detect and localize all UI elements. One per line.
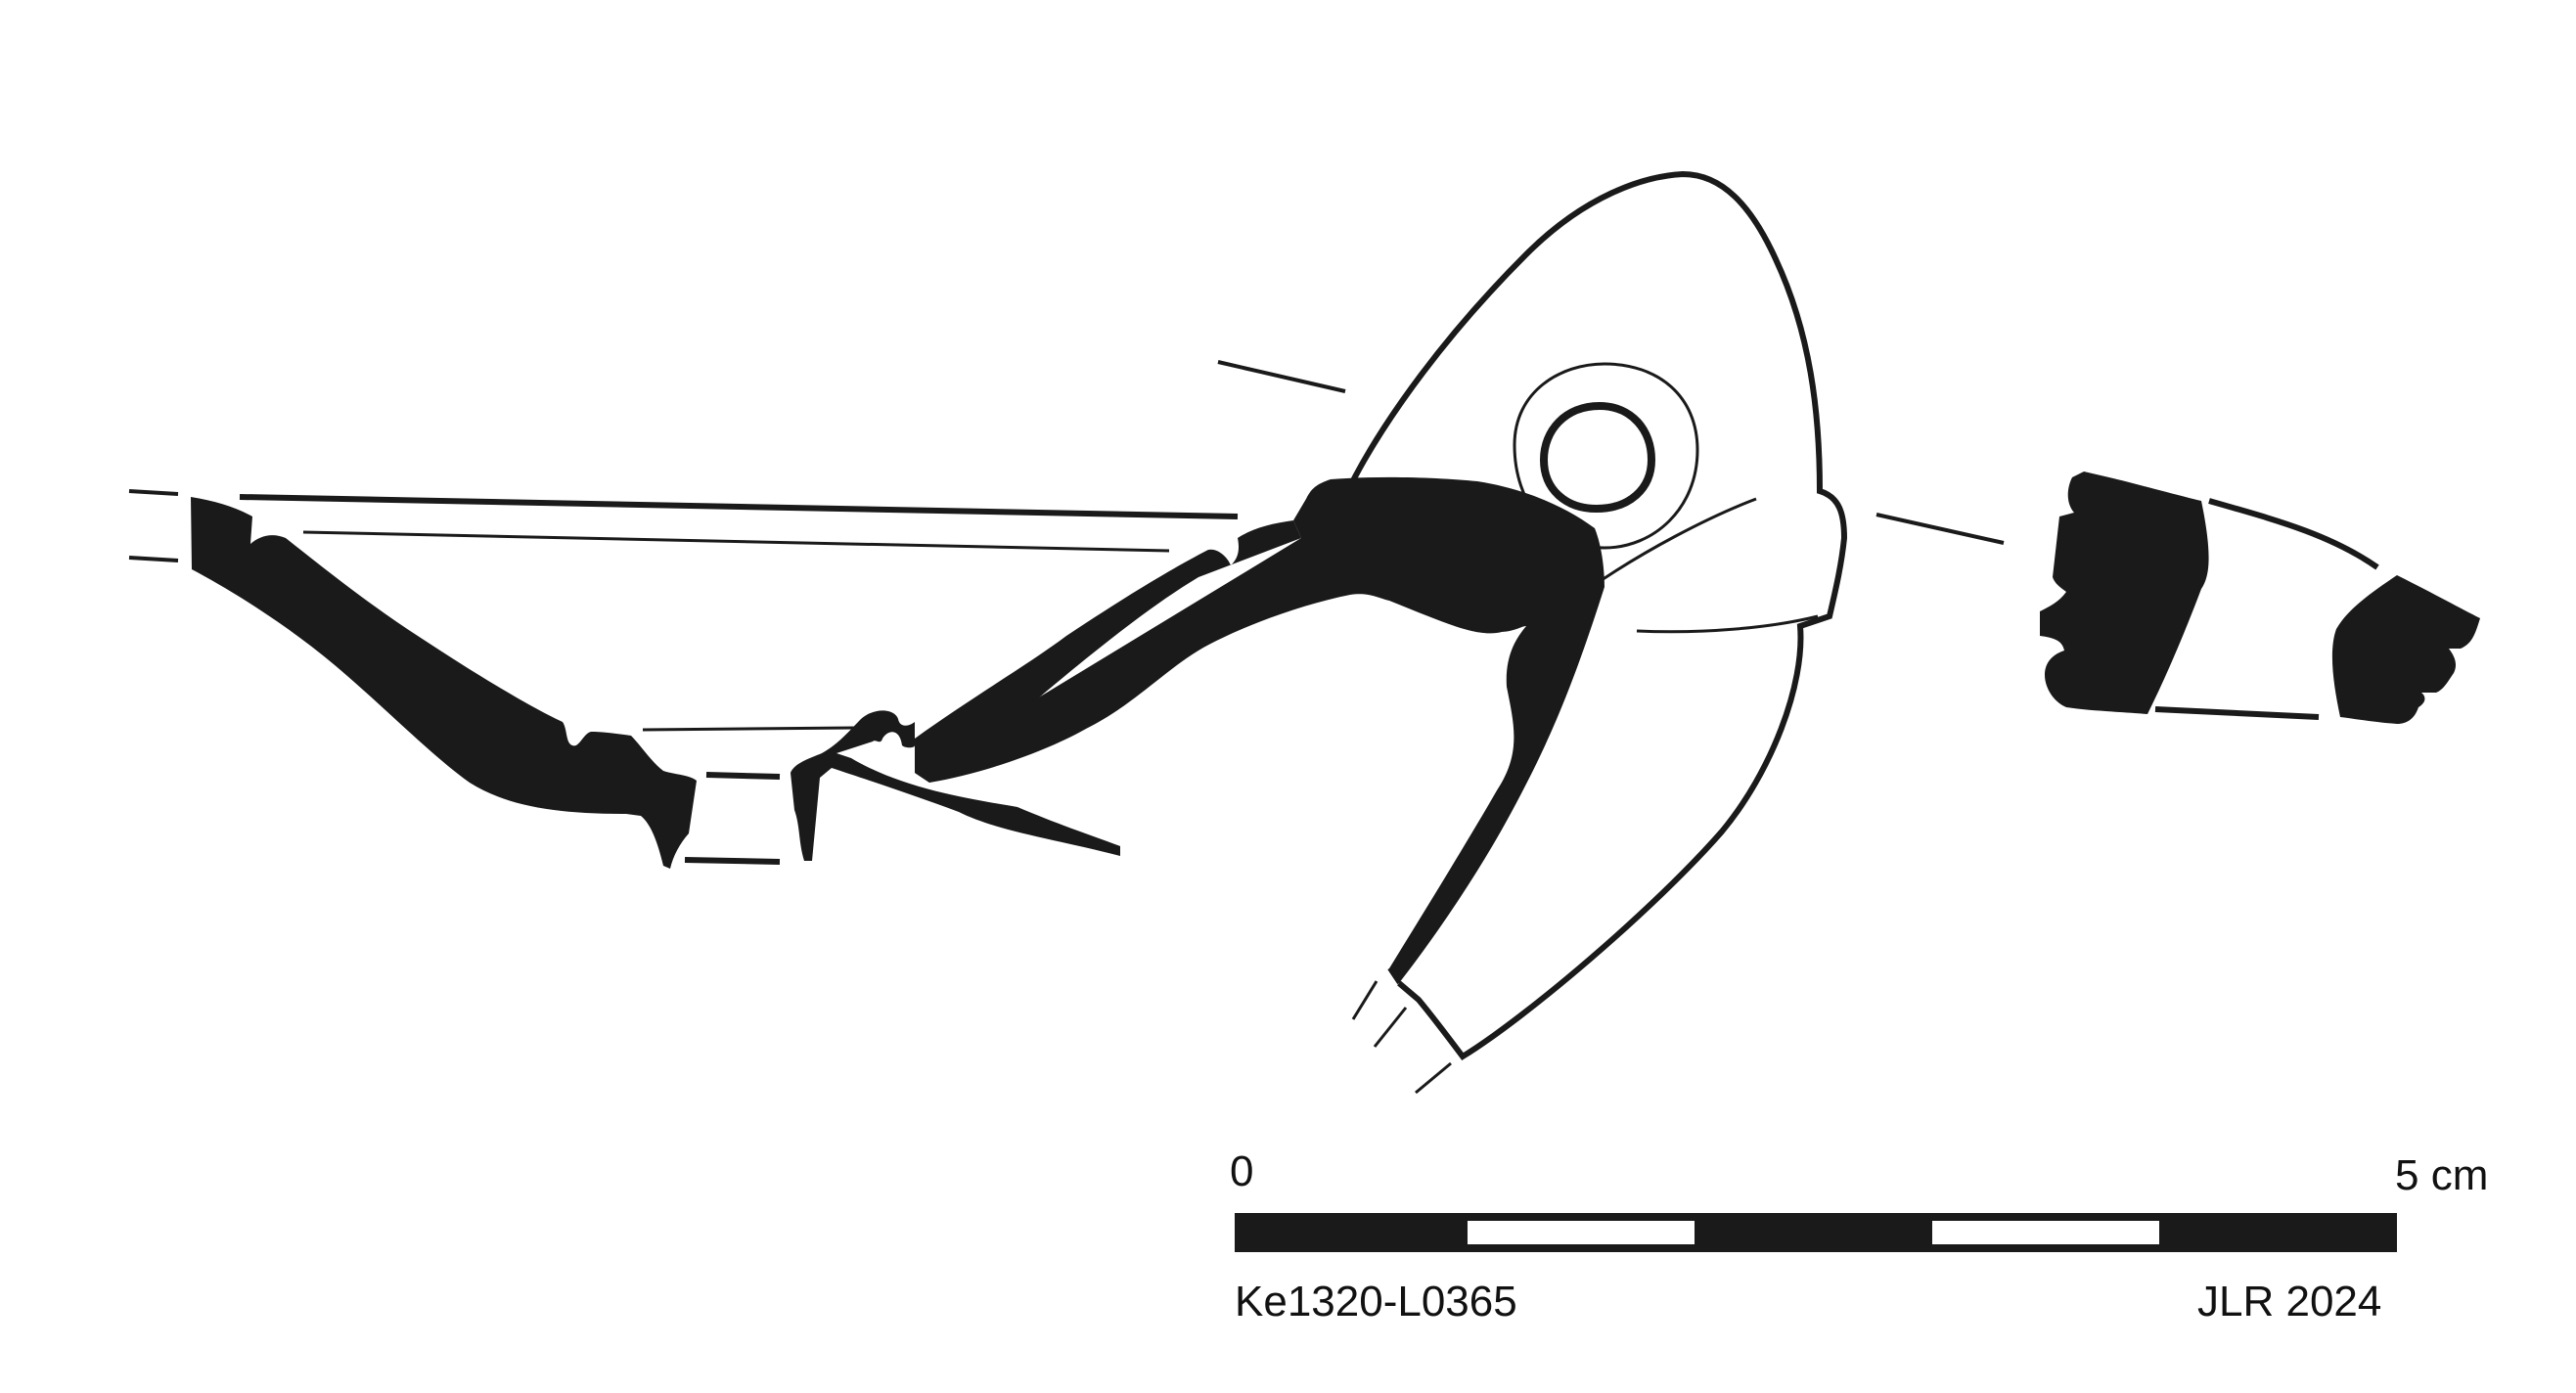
- base-line: [642, 726, 855, 732]
- scale-end-label: 5 cm: [2395, 1151, 2489, 1199]
- center-body-section: [915, 476, 1604, 983]
- base-dash-bottom: [684, 857, 781, 865]
- fragment-top-line: [2208, 498, 2379, 570]
- spout-tip-line: [1387, 966, 1401, 985]
- right-fragment-right: [2331, 575, 2480, 724]
- scale-start-label: 0: [1230, 1147, 1254, 1195]
- scale-bar-segment-2: [1468, 1221, 1695, 1244]
- scale-bar: [1235, 1213, 2397, 1252]
- fragment-bottom-line: [2154, 706, 2320, 720]
- inner-rim-line: [302, 530, 1170, 553]
- scale-bar-segment-4: [1932, 1221, 2159, 1244]
- spout-lower-curve: [1636, 614, 1819, 634]
- author-year-label: JLR 2024: [2197, 1278, 2382, 1326]
- right-fragment-left: [2040, 472, 2209, 714]
- break-mark-1: [1351, 980, 1378, 1020]
- rim-line: [239, 494, 1239, 519]
- center-vessel-section: [791, 710, 1120, 861]
- rim-line-dash-left-top: [128, 489, 179, 496]
- break-mark-2: [1373, 1007, 1408, 1048]
- spout-inner-curve: [1579, 497, 1757, 597]
- break-mark-3: [1415, 1061, 1452, 1095]
- spout-outline: [1323, 170, 1848, 1060]
- rim-line-dash-left-bottom: [128, 556, 179, 562]
- axis-line-left: [1217, 360, 1346, 393]
- roundel-outer: [1513, 362, 1699, 550]
- catalog-id-label: Ke1320-L0365: [1235, 1278, 1517, 1326]
- roundel-inner: [1539, 401, 1656, 514]
- axis-line-right: [1876, 513, 2005, 545]
- left-vessel-section: [191, 497, 697, 869]
- base-dash-top: [705, 772, 781, 780]
